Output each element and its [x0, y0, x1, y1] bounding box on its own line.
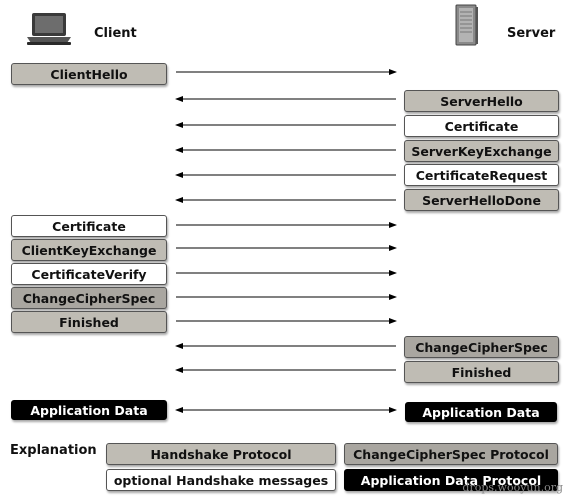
legend-handshake-protocol: Handshake Protocol — [106, 443, 336, 465]
server-tower-icon — [455, 4, 479, 46]
msg-server-change-cipher-spec: ChangeCipherSpec — [404, 336, 559, 358]
msg-client-hello: ClientHello — [11, 63, 167, 85]
msg-certificate-verify: CertificateVerify — [11, 263, 167, 285]
msg-client-application-data: Application Data — [11, 400, 167, 420]
legend-title: Explanation — [10, 443, 97, 458]
msg-server-finished: Finished — [404, 361, 559, 383]
laptop-icon — [25, 12, 73, 46]
msg-server-certificate: Certificate — [404, 115, 559, 137]
msg-certificate-request: CertificateRequest — [404, 164, 559, 186]
msg-client-certificate: Certificate — [11, 215, 167, 237]
legend-application-data-protocol: Application Data Protocol — [344, 469, 558, 491]
client-header: Client — [25, 12, 145, 48]
watermark: drops.wooyun.org — [462, 481, 563, 494]
client-label: Client — [94, 26, 137, 41]
msg-server-hello: ServerHello — [404, 90, 559, 112]
server-header: Server — [455, 4, 563, 50]
legend-optional-handshake-messages: optional Handshake messages — [106, 469, 336, 491]
msg-server-hello-done: ServerHelloDone — [404, 189, 559, 211]
msg-client-finished: Finished — [11, 311, 167, 333]
msg-server-application-data: Application Data — [405, 402, 557, 422]
msg-client-key-exchange: ClientKeyExchange — [11, 239, 167, 261]
server-label: Server — [507, 26, 556, 41]
msg-server-key-exchange: ServerKeyExchange — [404, 140, 559, 162]
msg-client-change-cipher-spec: ChangeCipherSpec — [11, 287, 167, 309]
legend-change-cipher-spec-protocol: ChangeCipherSpec Protocol — [344, 443, 558, 465]
